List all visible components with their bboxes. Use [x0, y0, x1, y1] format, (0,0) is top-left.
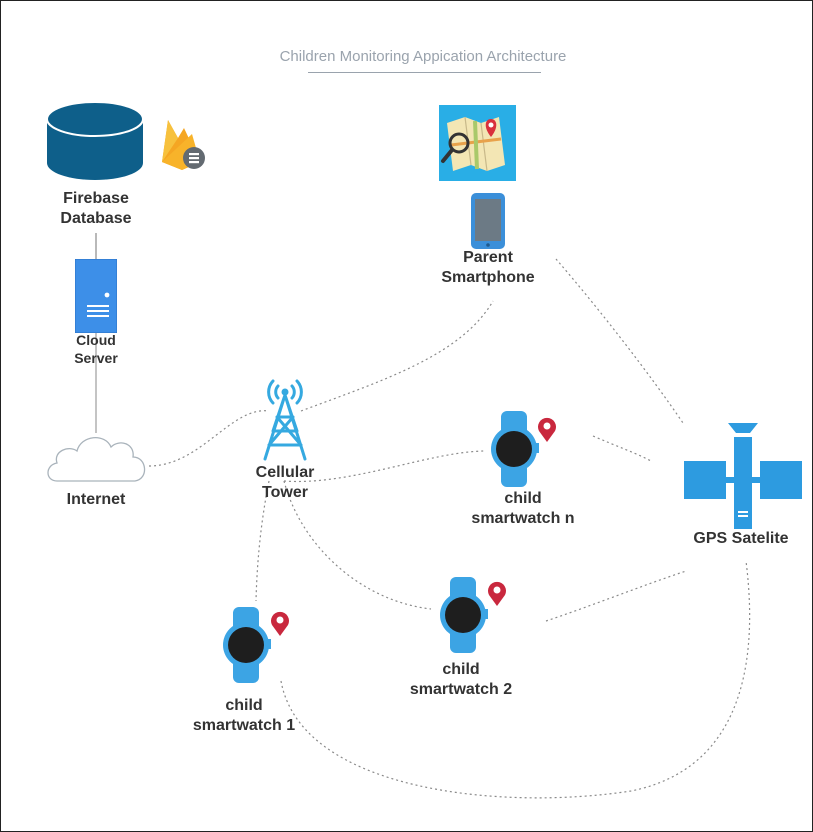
cellular-tower-label-line1: Cellular	[255, 464, 315, 481]
smartphone-icon	[471, 193, 505, 249]
firebase-label-line2: Database	[60, 210, 132, 227]
diagram-title: Children Monitoring Appication Architect…	[279, 48, 567, 65]
smartwatch-n-label: child smartwatch n	[448, 489, 598, 529]
smartwatch-2-label-line1: child	[442, 661, 480, 678]
satellite-icon	[684, 423, 802, 529]
link-tower-parent	[300, 300, 494, 412]
location-pin-icon	[538, 417, 556, 442]
link-watch-n-gps	[592, 435, 652, 462]
link-watch-1-gps	[280, 560, 751, 799]
firebase-label: Firebase Database	[36, 189, 156, 229]
parent-smartphone-label-line1: Parent	[463, 249, 513, 266]
smartwatch-2-label: child smartwatch 2	[386, 660, 536, 700]
database-icon	[46, 101, 144, 180]
parent-smartphone-label-line2: Smartphone	[441, 269, 535, 286]
smartwatch-n-label-line2: smartwatch n	[471, 510, 575, 527]
gps-satellite-label: GPS Satelite	[693, 530, 789, 547]
cloud-server-label: Cloud Server	[56, 332, 136, 367]
smartwatch-1-label-line1: child	[225, 697, 263, 714]
smartwatch-1-label-line2: smartwatch 1	[192, 717, 296, 734]
smartwatch-icon	[223, 607, 271, 683]
link-parent-gps	[555, 258, 684, 424]
smartwatch-icon	[440, 577, 488, 653]
smartwatch-2-label-line2: smartwatch 2	[409, 681, 513, 698]
internet-label: Internet	[66, 491, 126, 508]
firebase-label-line1: Firebase	[63, 190, 129, 207]
link-tower-watch-1	[255, 480, 270, 602]
cellular-tower-label-line2: Tower	[262, 484, 308, 501]
smartwatch-n-label-line1: child	[504, 490, 542, 507]
link-tower-watch-2	[283, 480, 432, 610]
link-internet-tower	[148, 410, 270, 467]
cloud-server-label-line2: Server	[74, 349, 118, 366]
firebase-icon	[162, 120, 205, 170]
location-pin-icon	[488, 581, 506, 606]
title-underline	[308, 72, 541, 73]
link-watch-2-gps	[545, 570, 687, 622]
smartwatch-icon	[491, 411, 539, 487]
location-pin-icon	[271, 611, 289, 636]
cellular-tower-label: Cellular Tower	[235, 463, 335, 503]
parent-smartphone-label: Parent Smartphone	[428, 248, 548, 288]
cloud-icon	[47, 437, 146, 482]
server-icon	[75, 259, 117, 333]
cell-tower-icon	[263, 379, 307, 461]
cloud-server-label-line1: Cloud	[76, 332, 116, 348]
map-icon	[439, 105, 516, 181]
link-tower-watch-n	[283, 450, 487, 483]
smartwatch-1-label: child smartwatch 1	[169, 696, 319, 736]
